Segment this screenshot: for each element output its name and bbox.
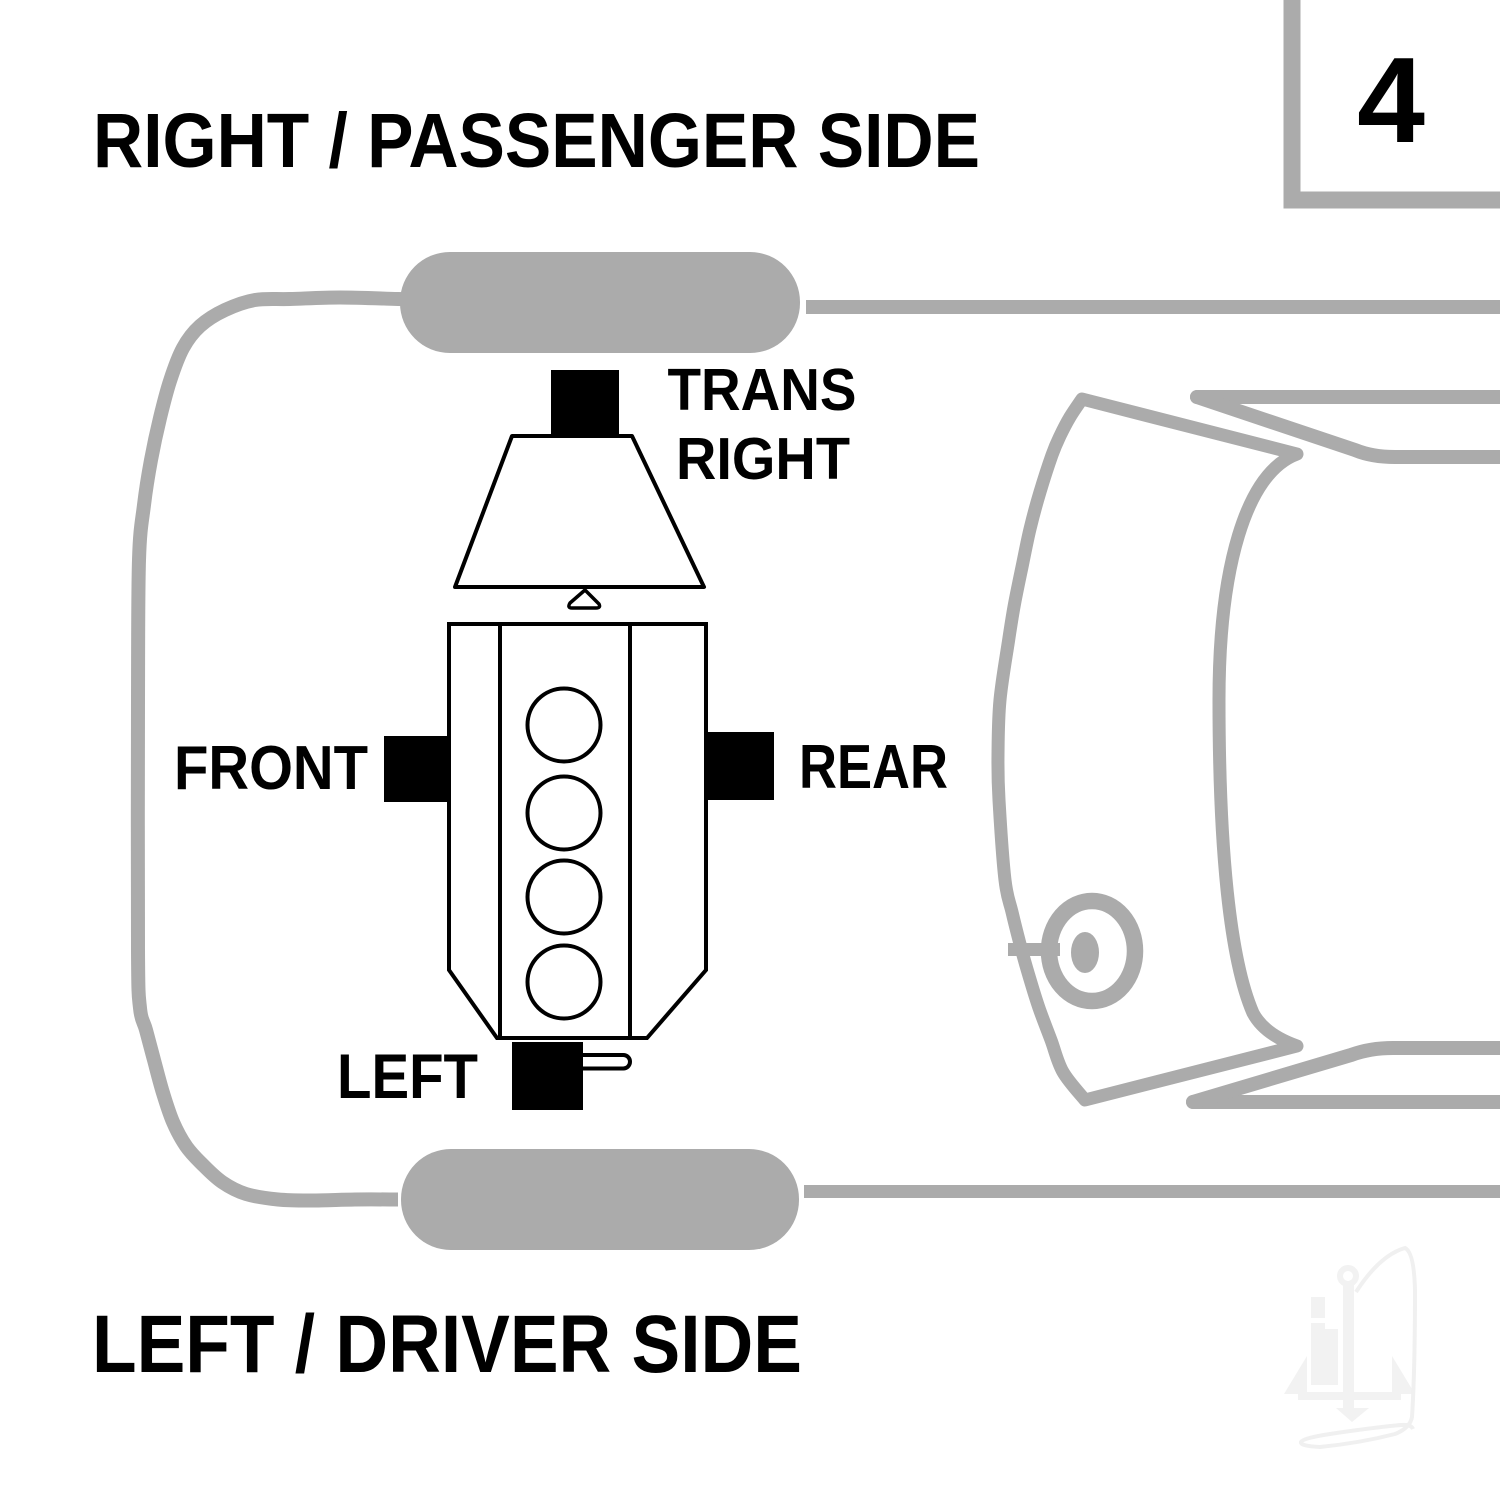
svg-text:RIGHT: RIGHT [676,426,850,492]
svg-text:FRONT: FRONT [174,734,368,803]
svg-text:LEFT: LEFT [337,1042,478,1112]
svg-text:4: 4 [1357,32,1425,168]
svg-text:RIGHT / PASSENGER SIDE: RIGHT / PASSENGER SIDE [93,98,980,184]
svg-text:TRANS: TRANS [668,357,857,423]
svg-text:LEFT / DRIVER SIDE: LEFT / DRIVER SIDE [92,1299,802,1390]
svg-text:REAR: REAR [799,733,948,802]
